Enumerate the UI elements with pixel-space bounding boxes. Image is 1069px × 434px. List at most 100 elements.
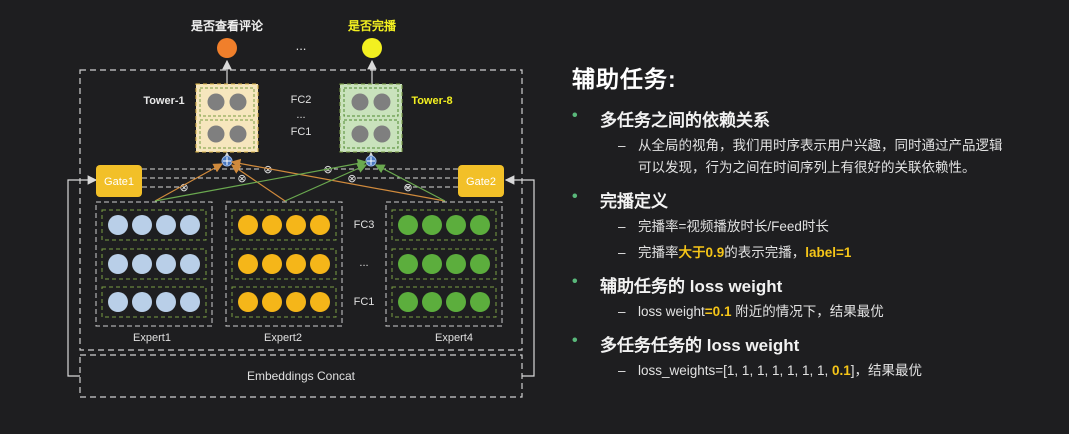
task-left-label: 是否查看评论 (190, 18, 264, 33)
expert-layer (101, 209, 207, 241)
fc3-label: FC3 (354, 219, 375, 231)
section-aux-loss-weight: • 辅助任务的 loss weight (560, 272, 1060, 297)
expert-1 (95, 201, 213, 327)
tower-left-label: Tower-1 (143, 95, 184, 107)
expert-neuron (310, 215, 330, 235)
svg-text:⊗: ⊗ (347, 173, 356, 185)
sub-text: loss_weights=[1, 1, 1, 1, 1, 1, 1, (638, 363, 832, 378)
expert-neuron (108, 292, 128, 312)
expert-neuron (180, 254, 200, 274)
sub-text: 的表示完播， (724, 245, 806, 260)
tower-right (339, 83, 403, 153)
expert-neuron (398, 215, 418, 235)
task-panel: 辅助任务: • 多任务之间的依赖关系 – 从全局的视角，我们用时序表示用户兴趣，… (560, 60, 1060, 382)
expert-neuron (398, 254, 418, 274)
expert-neuron (310, 254, 330, 274)
bullet-icon: • (572, 188, 578, 205)
expert-2 (225, 201, 343, 327)
bullet-icon: • (572, 107, 578, 124)
gate-left-input-line (67, 175, 98, 377)
task-right-node (362, 38, 382, 58)
bullet-icon: • (572, 332, 578, 349)
expert-mid-dots: ... (359, 257, 368, 269)
sub-text-line: 从全局的视角，我们用时序表示用户兴趣，同时通过产品逻辑 (638, 138, 1003, 153)
section-multi-loss-weight: • 多任务任务的 loss weight (560, 331, 1060, 356)
expert-neuron (262, 292, 282, 312)
mmoe-diagram: Embeddings Concat 是否查看评论 ... 是否完播 Tower-… (67, 18, 535, 398)
expert-neuron (238, 292, 258, 312)
expert-neuron (286, 292, 306, 312)
sub-item: – loss weight=0.1 附近的情况下，结果最优 (560, 301, 1060, 323)
sub-item: – 完播率=视频播放时长/Feed时长 (560, 216, 1060, 238)
expert-neuron (156, 254, 176, 274)
sub-text-line: 可以发现，行为之间在时间序列上有很好的关联依赖性。 (638, 160, 976, 175)
expert-layer (231, 209, 337, 241)
expert-neuron (286, 254, 306, 274)
expert-4-label: Expert4 (435, 332, 473, 344)
svg-text:⊗: ⊗ (263, 164, 272, 176)
expert-neuron (262, 254, 282, 274)
model-outer-box (79, 69, 523, 351)
expert-neuron (446, 254, 466, 274)
dash-icon: – (618, 219, 626, 234)
task-ellipsis: ... (296, 38, 307, 53)
svg-text:⊗: ⊗ (179, 182, 188, 194)
expert-neuron (470, 254, 490, 274)
expert-neuron (132, 215, 152, 235)
expert-neuron (398, 292, 418, 312)
expert-neuron (132, 254, 152, 274)
fc1-top-label: FC1 (291, 126, 312, 138)
dash-icon: – (618, 245, 626, 260)
task-right-label: 是否完播 (347, 18, 397, 33)
expert-layer (391, 209, 497, 241)
expert-layer (231, 286, 337, 318)
expert-neuron (238, 254, 258, 274)
highlight-text: =0.1 (704, 304, 732, 319)
fc1-bottom-label: FC1 (354, 296, 375, 308)
gate-left (96, 165, 142, 197)
sub-text: 完播率 (638, 245, 679, 260)
expert-layer (101, 286, 207, 318)
section-title: 多任务任务的 loss weight (600, 336, 800, 355)
expert-neuron (470, 292, 490, 312)
fc-mid-dots: ... (296, 109, 305, 121)
section-dependency: • 多任务之间的依赖关系 (560, 106, 1060, 131)
tower-left (195, 83, 259, 153)
expert-neuron (286, 215, 306, 235)
expert-neuron (470, 215, 490, 235)
expert-neuron (132, 292, 152, 312)
svg-text:⊗: ⊗ (323, 164, 332, 176)
sub-text: ]，结果最优 (850, 363, 923, 378)
section-title: 多任务之间的依赖关系 (600, 111, 770, 130)
tower-right-label: Tower-8 (411, 95, 452, 107)
svg-text:⊗: ⊗ (237, 173, 246, 185)
expert-neuron (238, 215, 258, 235)
gate-right-input-line (504, 175, 535, 377)
expert-layer (101, 248, 207, 280)
expert-neuron (446, 215, 466, 235)
expert-neuron (310, 292, 330, 312)
dash-icon: – (618, 304, 626, 319)
task-left-node (217, 38, 237, 58)
embeddings-concat-label: Embeddings Concat (247, 369, 356, 383)
fc2-label: FC2 (291, 94, 312, 106)
svg-text:⊗: ⊗ (403, 182, 412, 194)
expert-layer (231, 248, 337, 280)
expert-neuron (156, 292, 176, 312)
sub-item: – 从全局的视角，我们用时序表示用户兴趣，同时通过产品逻辑 可以发现，行为之间在… (560, 135, 1060, 179)
expert-2-label: Expert2 (264, 332, 302, 344)
expert-neuron (156, 215, 176, 235)
expert-neuron (108, 215, 128, 235)
highlight-text: label=1 (805, 245, 852, 260)
expert-neuron (422, 215, 442, 235)
highlight-text: 大于0.9 (678, 245, 725, 260)
expert-layer (391, 248, 497, 280)
gate-left-label: Gate1 (104, 176, 134, 188)
gate-multipliers: ⊗ ⊗ ⊗ ⊗ ⊗ ⊗ (179, 164, 412, 194)
expert-neuron (422, 292, 442, 312)
sub-item: – loss_weights=[1, 1, 1, 1, 1, 1, 1, 0.1… (560, 360, 1060, 382)
sub-text: loss weight (638, 304, 705, 319)
expert-4 (385, 201, 503, 327)
highlight-text: 0.1 (832, 363, 851, 378)
expert-layer (391, 286, 497, 318)
